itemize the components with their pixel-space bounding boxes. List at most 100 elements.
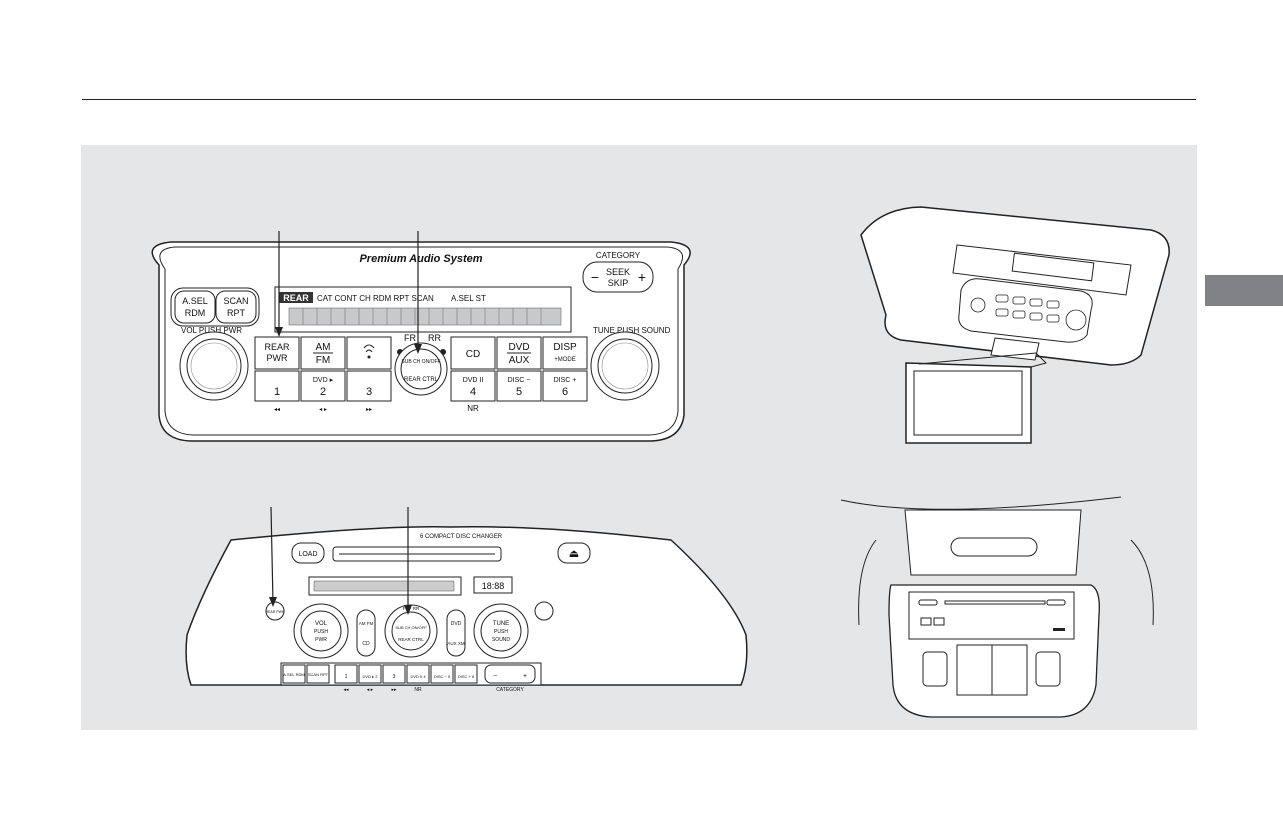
changer-preset-6[interactable]: DISC + 6 bbox=[454, 664, 478, 684]
preset-4-label: 4 bbox=[470, 386, 476, 398]
dvd-aux-button[interactable]: DVD AUX bbox=[496, 336, 542, 370]
ff-label: ▸▸ bbox=[366, 407, 372, 413]
preset-6-top: DISC + bbox=[554, 377, 577, 384]
sat-icon bbox=[363, 344, 375, 353]
preset-6-button[interactable]: DISC + 6 bbox=[542, 370, 588, 402]
rpt-label: RPT bbox=[227, 308, 246, 318]
rear-indicator: REAR bbox=[283, 293, 309, 303]
disp-label: DISP bbox=[553, 342, 577, 353]
rear-ctrl-knob[interactable]: SUB CH ON/OFF REAR CTRL bbox=[394, 342, 448, 396]
illustration-svg: Premium Audio System A.SEL RDM SCAN RPT … bbox=[151, 206, 1170, 718]
asel-rdm-button[interactable]: A.SEL RDM bbox=[174, 290, 216, 324]
changer-tune-label-3: SOUND bbox=[492, 637, 510, 643]
changer-asel-button[interactable]: A.SEL RDM bbox=[282, 664, 306, 684]
preset-1-button[interactable]: 1 bbox=[254, 370, 300, 402]
disp-mode-button[interactable]: DISP +MODE bbox=[542, 336, 588, 370]
changer-asel-label: A.SEL RDM bbox=[283, 672, 304, 677]
changer-scan-label: SCAN RPT bbox=[308, 672, 329, 677]
changer-p2-label: DVD ▸ 2 bbox=[363, 674, 379, 679]
preset-4-button[interactable]: DVD II 4 bbox=[450, 370, 496, 402]
changer-cat-minus: − bbox=[493, 673, 497, 680]
preset-2-label: 2 bbox=[320, 386, 326, 398]
changer-rew-label: ◂◂ bbox=[343, 687, 349, 693]
changer-rear-ctrl-knob[interactable]: FR · RR SUB CH ON/OFF REAR CTRL bbox=[384, 604, 438, 658]
changer-dvd-label: DVD bbox=[451, 621, 462, 627]
preset-6-label: 6 bbox=[562, 386, 568, 398]
scan-rpt-button[interactable]: SCAN RPT bbox=[215, 290, 257, 324]
changer-am-fm-cd-pill[interactable]: AM FM CD bbox=[356, 609, 376, 657]
changer-tune-knob[interactable]: TUNE PUSH SOUND bbox=[473, 603, 529, 659]
changer-preset-5[interactable]: DISC − 5 bbox=[430, 664, 454, 684]
changer-tune-label-2: PUSH bbox=[494, 629, 508, 635]
preset-3-button[interactable]: 3 bbox=[346, 370, 392, 402]
play-label: ◂ ▸ bbox=[319, 407, 327, 413]
category-label: CATEGORY bbox=[596, 251, 641, 260]
changer-vol-label-2: PUSH bbox=[314, 629, 328, 635]
sat-radio-button[interactable] bbox=[346, 336, 392, 370]
load-label: LOAD bbox=[298, 551, 317, 558]
preset-5-top: DISC − bbox=[508, 377, 531, 384]
illustration-panel: Premium Audio System A.SEL RDM SCAN RPT … bbox=[81, 145, 1197, 730]
rear-pwr-label-2: PWR bbox=[267, 353, 288, 363]
seek-plus: + bbox=[638, 269, 646, 285]
changer-audio-unit: 6 COMPACT DISC CHANGER LOAD ⏏ 18:88 REAR… bbox=[185, 526, 748, 693]
changer-knob-mid: SUB CH ON/OFF bbox=[395, 625, 427, 630]
fm-label: FM bbox=[316, 355, 330, 366]
changer-vol-knob[interactable]: VOL PUSH PWR bbox=[293, 603, 349, 659]
changer-callouts bbox=[269, 506, 412, 615]
changer-vol-label-1: VOL bbox=[315, 621, 328, 627]
front-callouts bbox=[275, 231, 422, 354]
changer-aux-label: AUX XM bbox=[447, 641, 465, 646]
changer-ff-label: ▸▸ bbox=[391, 687, 397, 693]
rdm-label: RDM bbox=[185, 308, 206, 318]
changer-rear-pwr-button[interactable]: REAR PWR bbox=[265, 601, 285, 621]
front-tune-knob[interactable] bbox=[590, 331, 660, 401]
changer-category-label: CATEGORY bbox=[496, 687, 524, 693]
front-display: REAR CAT CONT CH RDM RPT SCAN A.SEL ST bbox=[274, 286, 572, 333]
tune-label: TUNE PUSH SOUND bbox=[593, 326, 671, 335]
seek-skip-rocker[interactable]: − SEEK SKIP + bbox=[582, 261, 654, 293]
changer-right-small-button[interactable] bbox=[534, 601, 554, 621]
changer-knob-bottom: REAR CTRL bbox=[398, 637, 424, 642]
preset-5-label: 5 bbox=[516, 386, 522, 398]
changer-rear-pwr-label: REAR PWR bbox=[266, 610, 285, 614]
rr-label: RR bbox=[428, 333, 441, 343]
changer-slot-label: 6 COMPACT DISC CHANGER bbox=[420, 534, 503, 540]
mode-label: +MODE bbox=[554, 357, 576, 363]
changer-vol-label-3: PWR bbox=[315, 637, 327, 643]
changer-preset-4[interactable]: DVD II 4 bbox=[406, 664, 430, 684]
preset-5-button[interactable]: DISC − 5 bbox=[496, 370, 542, 402]
changer-cd-label: CD bbox=[362, 641, 370, 647]
preset-2-top: DVD ▸ bbox=[313, 377, 334, 384]
cd-button[interactable]: CD bbox=[450, 336, 496, 370]
changer-preset-2[interactable]: DVD ▸ 2 bbox=[358, 664, 382, 684]
brand-label: Premium Audio System bbox=[359, 253, 482, 265]
eject-button[interactable]: ⏏ bbox=[557, 542, 591, 564]
changer-am-fm-label: AM FM bbox=[359, 621, 374, 626]
changer-preset-1[interactable]: 1 bbox=[334, 664, 358, 684]
rear-pwr-label-1: REAR bbox=[264, 342, 290, 352]
changer-cat-plus: + bbox=[523, 673, 527, 680]
preset-4-top: DVD II bbox=[463, 377, 484, 384]
seek-minus: − bbox=[591, 269, 599, 285]
load-button[interactable]: LOAD bbox=[291, 542, 325, 564]
dvd-label: DVD bbox=[508, 342, 529, 353]
changer-category-rocker[interactable]: − + bbox=[484, 664, 536, 684]
scan-label: SCAN bbox=[223, 296, 248, 306]
am-label: AM bbox=[316, 342, 331, 353]
front-vol-knob[interactable] bbox=[179, 331, 249, 401]
am-fm-button[interactable]: AM FM bbox=[300, 336, 346, 370]
preset-2-button[interactable]: DVD ▸ 2 bbox=[300, 370, 346, 402]
display-indicators: CAT CONT CH RDM RPT SCAN bbox=[317, 294, 434, 303]
knob-text-top: SUB CH ON/OFF bbox=[401, 359, 440, 365]
changer-dvd-aux-pill[interactable]: DVD AUX XM bbox=[446, 609, 466, 657]
changer-preset-3[interactable]: 3 bbox=[382, 664, 406, 684]
changer-knob-top: FR · RR bbox=[403, 606, 420, 611]
rear-pwr-button[interactable]: REAR PWR bbox=[254, 336, 300, 370]
section-tab bbox=[1205, 275, 1283, 306]
preset-3-label: 3 bbox=[366, 386, 372, 398]
overhead-console bbox=[860, 206, 1170, 444]
changer-scan-button[interactable]: SCAN RPT bbox=[306, 664, 330, 684]
clock-display: 18:88 bbox=[482, 581, 505, 591]
skip-label: SKIP bbox=[608, 278, 629, 288]
